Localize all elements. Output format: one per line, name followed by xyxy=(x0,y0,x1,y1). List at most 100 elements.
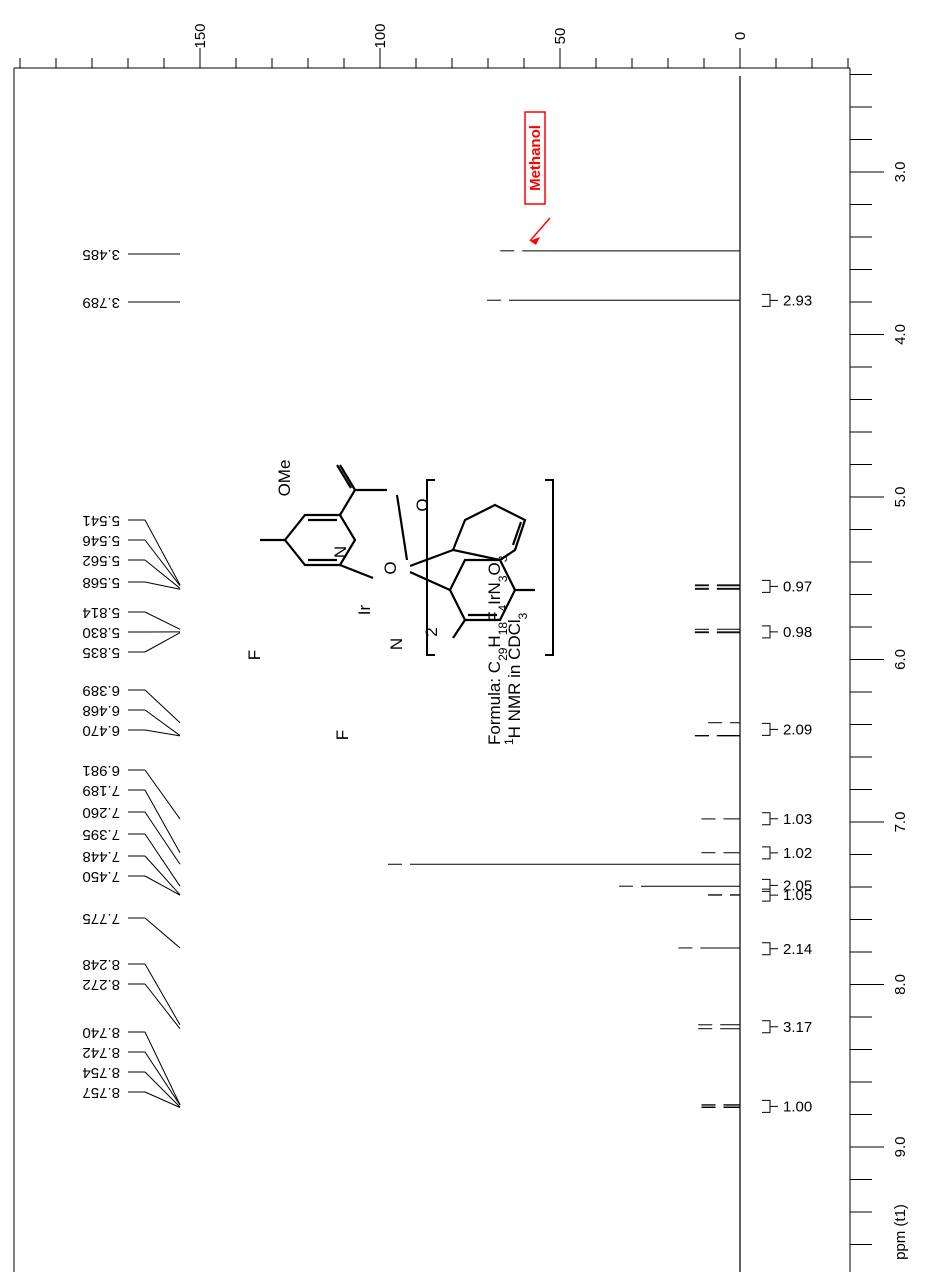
peak-label: 8.248 xyxy=(82,956,120,973)
peak-label: 8.742 xyxy=(82,1044,120,1061)
f2-label: F xyxy=(333,730,352,740)
integral-value: 2.93 xyxy=(783,292,812,309)
peak-label: 5.830 xyxy=(82,624,120,641)
peak-label: 5.562 xyxy=(82,552,120,569)
peaks xyxy=(388,76,741,1272)
peak-label-connector xyxy=(144,833,181,887)
peak-label: 6.389 xyxy=(82,682,120,699)
peak-label: 3.789 xyxy=(82,294,120,311)
integral-bracket xyxy=(762,722,778,736)
methanol-arrow-line xyxy=(529,217,551,242)
peak-label: 6.468 xyxy=(82,702,120,719)
formula-line: Formula: C29H18F4IrN3O3 xyxy=(485,555,510,745)
peak-label: 7.260 xyxy=(82,804,120,821)
integral-value: 2.09 xyxy=(783,721,812,738)
formula-segment: 29 xyxy=(496,647,510,661)
molecule-structure xyxy=(260,464,554,656)
peak-label: 8.740 xyxy=(82,1024,120,1041)
peak-label-connector xyxy=(144,729,181,737)
integral-bracket xyxy=(762,878,778,892)
bracket-count-label: 2 xyxy=(422,627,441,636)
peak-label-connector xyxy=(144,519,181,586)
solvent-segment: 1 xyxy=(502,738,516,745)
formula-segment: Formula: C xyxy=(485,661,504,745)
f1-label: F xyxy=(245,650,264,660)
integral-bracket xyxy=(762,1020,778,1034)
y-tick-label: 8.0 xyxy=(892,974,909,995)
peak-label: 6.981 xyxy=(82,762,120,779)
y-tick-label: 9.0 xyxy=(892,1137,909,1158)
integral-bracket xyxy=(762,1099,778,1113)
integral-value: 3.17 xyxy=(783,1019,812,1036)
formula-segment: 18 xyxy=(496,622,510,636)
peak-label: 5.546 xyxy=(82,532,120,549)
peak-label-connector xyxy=(144,855,181,896)
pyridine-n-label: N xyxy=(331,546,350,558)
peak-label-connector xyxy=(144,632,181,653)
x-tick-label: 0 xyxy=(732,32,749,40)
peak-labels: 3.485 3.789 5.541 5.546 5.562 5.568 5.814 5.830… xyxy=(82,246,181,1108)
methanol-annotation: Methanol xyxy=(524,111,551,245)
integral-bracket xyxy=(762,625,778,639)
peak-label: 7.448 xyxy=(82,848,120,865)
peak-label: 5.814 xyxy=(82,604,120,621)
x-tick-label: 100 xyxy=(372,23,389,48)
peak-label-connector xyxy=(144,875,181,896)
formula-segment: H xyxy=(485,635,504,647)
peak-label-connector xyxy=(144,983,181,1030)
formula-segment: IrN xyxy=(485,582,504,605)
peak-label-connector xyxy=(144,709,181,736)
peak-label-connector xyxy=(144,769,181,820)
peak-label-connector xyxy=(144,581,181,590)
ir-label: Ir xyxy=(355,604,374,615)
formula-segment: F xyxy=(485,612,504,622)
integral-bracket xyxy=(762,579,778,593)
integrals: 2.930.970.982.091.031.022.051.052.143.17… xyxy=(762,292,812,1115)
integral-bracket xyxy=(762,888,778,902)
integral-value: 0.97 xyxy=(783,578,812,595)
integral-value: 1.02 xyxy=(783,845,812,862)
solvent-segment: H NMR in CDCl xyxy=(505,619,524,738)
integral-value: 1.00 xyxy=(783,1098,812,1115)
y-tick-label: 7.0 xyxy=(892,812,909,833)
integral-bracket xyxy=(762,293,778,307)
methanol-box xyxy=(524,111,546,205)
y-tick-label: 5.0 xyxy=(892,487,909,508)
integral-value: 2.14 xyxy=(783,941,812,958)
peak-label-connector xyxy=(144,789,181,853)
ppy-n-label: N xyxy=(387,638,406,650)
y-tick-label: 4.0 xyxy=(892,324,909,345)
peak-label-connector xyxy=(144,1051,181,1106)
peak-label-connector xyxy=(144,1091,181,1108)
formula-segment: 4 xyxy=(496,605,510,612)
y-tick-label: 3.0 xyxy=(892,162,909,183)
integral-bracket xyxy=(762,812,778,826)
y-axis-label: ppm (t1) xyxy=(892,1204,909,1260)
peak-label-connector xyxy=(144,539,181,587)
peak-label-connector xyxy=(144,1071,181,1108)
carbonyl-o-label: O xyxy=(413,498,432,511)
formula-segment: 3 xyxy=(496,575,510,582)
peak-label: 5.568 xyxy=(82,574,120,591)
peak-label-connector xyxy=(144,689,181,724)
peak-label: 5.541 xyxy=(82,512,120,529)
peak-label-connector xyxy=(144,559,181,589)
peak-label-connector xyxy=(144,811,181,865)
formula-segment: O xyxy=(485,562,504,575)
peak-label: 3.485 xyxy=(82,246,120,263)
integral-bracket xyxy=(762,846,778,860)
peak-label: 8.754 xyxy=(82,1064,120,1081)
peak-label-connector xyxy=(144,917,181,949)
methanol-arrow-head xyxy=(530,236,540,245)
peak-label: 7.395 xyxy=(82,826,120,843)
solvent-segment: 3 xyxy=(516,612,530,619)
peak-label: 7.189 xyxy=(82,782,120,799)
peak-label: 7.775 xyxy=(82,910,120,927)
peak-label: 8.757 xyxy=(82,1084,120,1101)
x-tick-label: 150 xyxy=(192,23,209,48)
methanol-label: Methanol xyxy=(527,125,544,191)
x-tick-label: 50 xyxy=(552,28,569,45)
